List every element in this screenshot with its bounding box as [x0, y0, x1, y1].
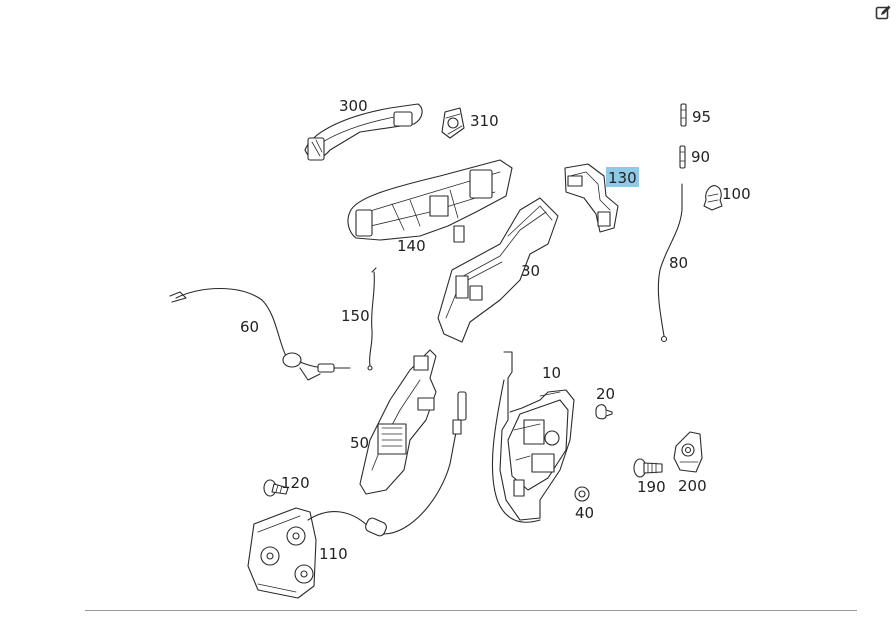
part-labels: 300 310 95 90 130 100 140 30 80 60 150 1… — [240, 97, 751, 563]
label-30[interactable]: 30 — [521, 262, 540, 280]
part-120-drawing[interactable] — [263, 479, 289, 497]
part-95-drawing[interactable] — [680, 103, 687, 127]
label-150[interactable]: 150 — [341, 307, 370, 325]
label-40[interactable]: 40 — [575, 504, 594, 522]
part-310-drawing[interactable] — [441, 107, 465, 139]
label-130[interactable]: 130 — [608, 169, 637, 187]
label-300[interactable]: 300 — [339, 97, 368, 115]
label-80[interactable]: 80 — [669, 254, 688, 272]
part-20-drawing[interactable] — [595, 404, 613, 420]
label-200[interactable]: 200 — [678, 477, 707, 495]
bottom-divider — [85, 610, 857, 611]
label-100[interactable]: 100 — [722, 185, 751, 203]
label-190[interactable]: 190 — [637, 478, 666, 496]
part-110-drawing[interactable] — [247, 379, 541, 599]
part-90-drawing[interactable] — [679, 145, 686, 169]
label-310[interactable]: 310 — [470, 112, 499, 130]
label-120[interactable]: 120 — [281, 474, 310, 492]
edit-button[interactable] — [873, 2, 893, 22]
part-10-drawing[interactable] — [499, 351, 575, 521]
part-190-drawing[interactable] — [633, 458, 663, 478]
part-30-drawing[interactable] — [437, 197, 559, 343]
edit-icon — [875, 5, 890, 19]
part-130-drawing[interactable] — [564, 163, 619, 233]
label-110[interactable]: 110 — [319, 545, 348, 563]
part-300-drawing[interactable] — [304, 103, 423, 161]
part-150-drawing[interactable] — [367, 267, 377, 371]
label-60[interactable]: 60 — [240, 318, 259, 336]
part-80-drawing[interactable] — [657, 183, 683, 343]
part-60-drawing[interactable] — [169, 287, 351, 381]
part-200-drawing[interactable] — [673, 431, 703, 473]
label-10[interactable]: 10 — [542, 364, 561, 382]
label-50[interactable]: 50 — [350, 434, 369, 452]
part-140-drawing[interactable] — [347, 159, 513, 243]
part-drawings — [169, 103, 723, 599]
part-100-drawing[interactable] — [703, 185, 723, 211]
part-50-drawing[interactable] — [359, 349, 437, 495]
label-140[interactable]: 140 — [397, 237, 426, 255]
label-90[interactable]: 90 — [691, 148, 710, 166]
part-40-drawing[interactable] — [574, 486, 590, 502]
label-95[interactable]: 95 — [692, 108, 711, 126]
label-20[interactable]: 20 — [596, 385, 615, 403]
highlight-130 — [606, 167, 639, 187]
